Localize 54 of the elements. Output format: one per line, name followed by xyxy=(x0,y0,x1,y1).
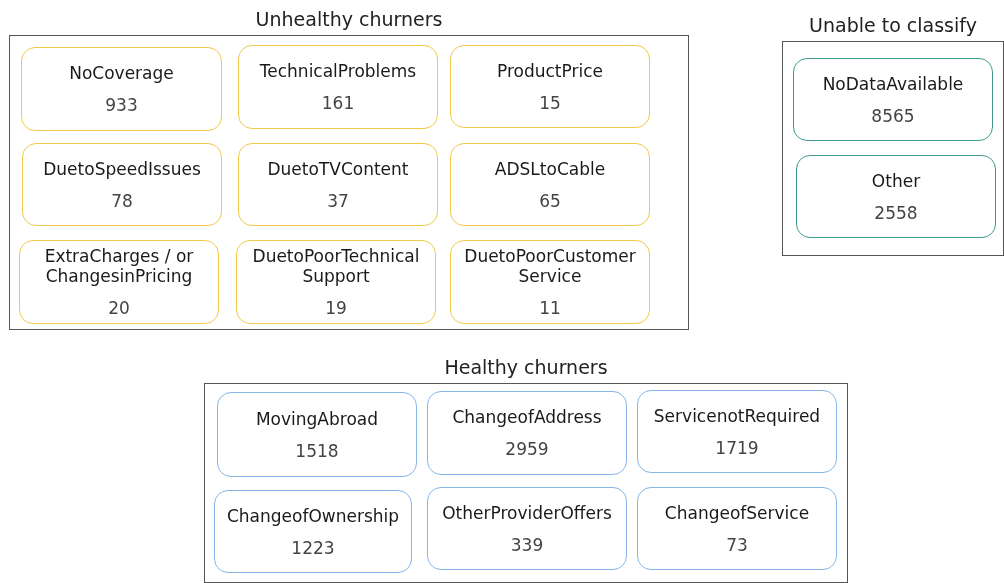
category-name: ChangeofAddress xyxy=(452,407,602,427)
category-name: ChangeofService xyxy=(664,502,810,523)
category-name: ADSLtoCable xyxy=(494,158,606,179)
churner-count: 339 xyxy=(510,534,544,555)
category-name: ExtraCharges / or ChangesinPricing xyxy=(43,246,195,286)
category-name: DuetoTVContent xyxy=(267,158,409,179)
category-card xyxy=(19,240,219,324)
category-card xyxy=(637,487,837,570)
category-card xyxy=(236,240,436,324)
churner-count: 19 xyxy=(325,298,347,318)
category-name: MovingAbroad xyxy=(255,408,379,429)
group-title: Unhealthy churners xyxy=(255,6,443,32)
churner-count: 1223 xyxy=(291,537,335,558)
churner-count: 15 xyxy=(539,92,561,113)
category-name: Other xyxy=(871,170,921,191)
category-card xyxy=(238,143,438,226)
category-card xyxy=(22,143,222,226)
category-name: DuetoPoorCustomer Service xyxy=(463,246,637,286)
churner-count: 1518 xyxy=(295,440,339,461)
group-title: Healthy churners xyxy=(444,354,608,380)
category-name: OtherProviderOffers xyxy=(442,502,612,523)
category-card xyxy=(450,240,650,324)
churner-count: 78 xyxy=(111,190,133,211)
category-card xyxy=(217,392,417,477)
category-name: TechnicalProblems xyxy=(259,61,417,81)
category-name: ProductPrice xyxy=(497,60,603,81)
churner-count: 2959 xyxy=(505,439,549,459)
category-card xyxy=(450,45,650,128)
category-card xyxy=(796,155,996,238)
churner-count: 20 xyxy=(108,298,130,318)
category-card xyxy=(427,487,627,570)
churner-count: 161 xyxy=(321,93,355,113)
churner-count: 2558 xyxy=(874,202,918,223)
churner-count: 37 xyxy=(327,190,349,211)
category-card xyxy=(450,143,650,226)
category-name: ChangeofOwnership xyxy=(226,505,400,526)
category-name: NoDataAvailable xyxy=(822,73,964,94)
category-card xyxy=(793,58,993,141)
category-name: DuetoPoorTechnical Support xyxy=(251,246,421,286)
category-name: DuetoSpeedIssues xyxy=(43,158,201,179)
category-name: NoCoverage xyxy=(69,63,174,83)
category-card xyxy=(427,391,627,475)
churner-count: 65 xyxy=(539,190,561,211)
churner-count: 1719 xyxy=(715,437,759,458)
churner-count: 8565 xyxy=(871,105,915,126)
category-card xyxy=(214,490,412,573)
category-name: ServicenotRequired xyxy=(653,405,821,426)
category-card xyxy=(21,47,222,131)
category-card xyxy=(238,45,438,129)
group-title: Unable to classify xyxy=(809,12,977,38)
churner-count: 11 xyxy=(539,298,561,318)
churner-count: 73 xyxy=(726,534,748,555)
churner-count: 933 xyxy=(105,95,138,115)
category-card xyxy=(637,390,837,473)
